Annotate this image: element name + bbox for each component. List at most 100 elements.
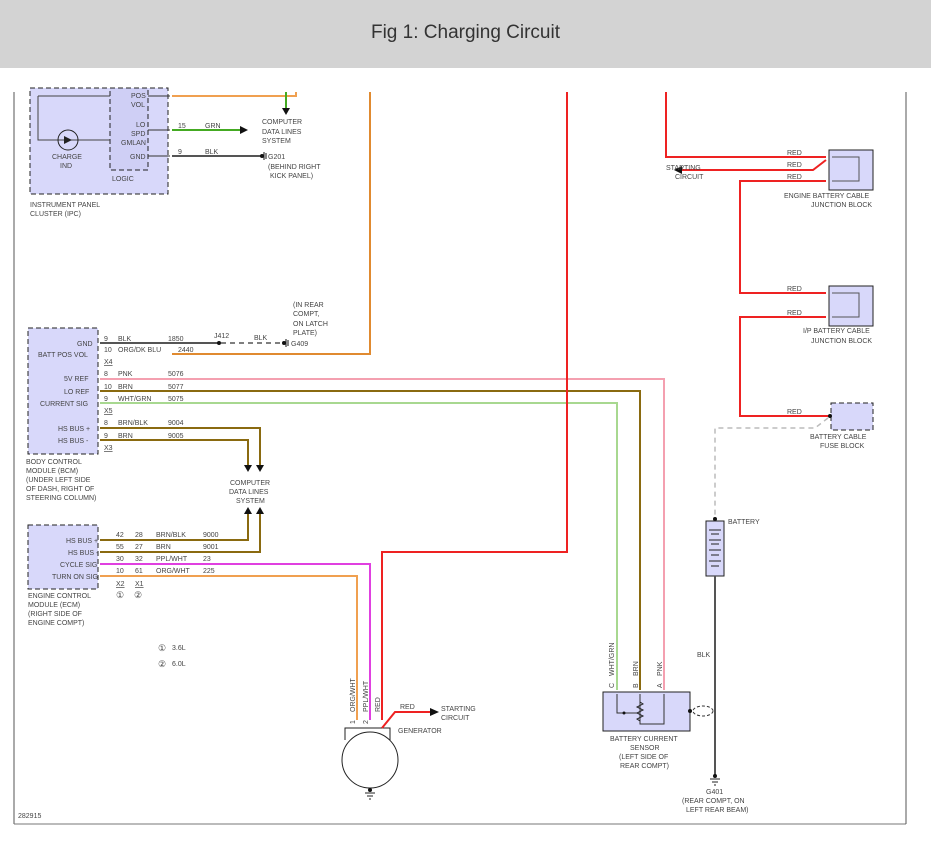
g401-loc-2: LEFT REAR BEAM)	[686, 807, 749, 814]
wire-red-fuse	[739, 316, 830, 417]
ipc-data-lines-2: DATA LINES	[262, 129, 302, 136]
ipc-label: INSTRUMENT PANEL	[30, 202, 100, 209]
ecm-label-1: ENGINE CONTROL	[28, 593, 91, 600]
ip-junction-label-2: JUNCTION BLOCK	[811, 338, 872, 345]
ip-junction-label: I/P BATTERY CABLE	[803, 328, 870, 335]
ipc-logic-label: LOGIC	[112, 176, 134, 183]
wire-generator-red	[381, 92, 568, 720]
bcm-circuit: 5077	[168, 384, 184, 391]
note-3-6l: 3.6L	[172, 645, 186, 652]
bcm-label-2: MODULE (BCM)	[26, 468, 78, 475]
charge-ind-label-2: IND	[60, 163, 72, 170]
figure-title: Fig 1: Charging Circuit	[370, 22, 561, 43]
note-6-0l: 6.0L	[172, 661, 186, 668]
bcm-wire-color: PNK	[118, 371, 133, 378]
wire-lo-ref	[100, 390, 641, 690]
ecm-pin-hsbusm: HS BUS -	[68, 550, 99, 557]
ecm-pin-num: 10	[116, 568, 124, 575]
splice-j412-label: J412	[214, 333, 229, 340]
ground-g201-icon	[263, 152, 267, 160]
generator-output-color: RED	[400, 704, 415, 711]
ipc-data-lines-3: SYSTEM	[262, 138, 291, 145]
figure-id: 282915	[18, 813, 41, 820]
ipc-pin-num-15: 15	[178, 123, 186, 130]
generator-label: GENERATOR	[398, 728, 442, 735]
connector-x5: X5	[104, 408, 113, 415]
bcm-pin-num: 9	[104, 336, 108, 343]
splice-wire-color: BLK	[254, 335, 268, 342]
charge-indicator-lamp-icon	[57, 129, 79, 151]
g401-label: G401	[706, 789, 723, 796]
ecm-wire-color: PPL/WHT	[156, 556, 188, 563]
sensor-label-1: BATTERY CURRENT	[610, 736, 678, 743]
battery-icon	[705, 520, 725, 577]
gen-pin-2: 2	[363, 720, 370, 724]
ipc-data-lines: COMPUTER	[262, 119, 302, 126]
red-wires: RED RED RED STARTING CIRCUIT RED RED RED	[381, 92, 830, 720]
bcm-wire-color: BRN	[118, 433, 133, 440]
battery-current-sensor: WHT/GRN BRN PNK C B A BATTERY CURRENT SE…	[602, 643, 714, 770]
bcm-pin-batt: BATT POS VOL	[38, 352, 88, 359]
bcm-label-4: OF DASH, RIGHT OF	[26, 486, 94, 493]
ecm-wire-color: BRN/BLK	[156, 532, 186, 539]
splice-j412-icon	[217, 341, 221, 345]
wire-current-sig	[100, 402, 618, 690]
ecm-circuit: 225	[203, 568, 215, 575]
ipc-wire-blk: BLK	[205, 149, 219, 156]
data-lines-label-3: SYSTEM	[236, 498, 265, 505]
ecm-pin-num: 27	[135, 544, 143, 551]
bcm-pin-num: 8	[104, 420, 108, 427]
ecm-circuit: 9000	[203, 532, 219, 539]
engine-battery-cable-junction-block: ENGINE BATTERY CABLE JUNCTION BLOCK	[784, 149, 874, 209]
ecm-pin-num: 32	[135, 556, 143, 563]
wire-generator-output	[381, 711, 430, 729]
ecm-wires: 42 28 BRN/BLK 9000 55 27 BRN 9001 30 32 …	[100, 514, 371, 720]
gen-pin-1: 1	[350, 720, 357, 724]
bcm-wires: 9 BLK 1850 J412 BLK G409 (IN REAR COMPT,…	[100, 302, 665, 690]
wire-color-red: RED	[787, 310, 802, 317]
bcm-pin-current: CURRENT SIG	[40, 401, 88, 408]
sensor-pin-b: B	[633, 683, 640, 688]
arrow-right-icon	[430, 708, 439, 716]
generator-icon	[341, 731, 399, 789]
sensor-pin-c: C	[609, 683, 616, 688]
ipc-pin-gmlan: GMLAN	[121, 140, 146, 147]
ecm-pin-num: 61	[135, 568, 143, 575]
battery-label: BATTERY	[728, 519, 760, 526]
ipc-pin-lo: LO	[136, 122, 146, 129]
ground-g401-icon	[710, 778, 720, 786]
bcm-pin-num: 8	[104, 371, 108, 378]
battery: BATTERY BLK G401 (REAR COMPT, ON LEFT RE…	[682, 517, 760, 814]
wire-color-red: RED	[787, 286, 802, 293]
wire-red-top	[665, 92, 826, 158]
ground-icon	[365, 792, 375, 800]
sensor-pin-a: A	[657, 683, 664, 688]
ecm-label-2: MODULE (ECM)	[28, 602, 80, 609]
sensor-label-3: (LEFT SIDE OF	[619, 754, 668, 761]
ecm-circuit: 23	[203, 556, 211, 563]
bcm-pin-gnd: GND	[77, 341, 93, 348]
arrow-left-icon	[674, 166, 682, 174]
ecm-pin-hsbusp: HS BUS +	[66, 538, 98, 545]
wire-red-starting	[680, 159, 827, 171]
ipc-label-2: CLUSTER (IPC)	[30, 211, 81, 218]
battery-cable-fuse-block: BATTERY CABLE FUSE BLOCK	[810, 402, 874, 450]
gen-wire-red: RED	[375, 697, 382, 712]
bcm-wire-color: BRN	[118, 384, 133, 391]
arrow-up-icon	[244, 507, 252, 514]
wire-battery-fuse-link	[714, 417, 829, 518]
generator-starting-label-2: CIRCUIT	[441, 715, 470, 722]
ecm-pin-cycle: CYCLE SIG	[60, 562, 97, 569]
bcm-circuit: 2440	[178, 347, 194, 354]
figure-header	[0, 0, 931, 68]
resistor-icon	[635, 701, 645, 722]
ecm-pin-num: 42	[116, 532, 124, 539]
connector-x4: X4	[104, 359, 113, 366]
g409-loc-1: (IN REAR	[293, 302, 324, 309]
sensor-wire-pnk: PNK	[657, 661, 664, 676]
bcm-pin-5vref: 5V REF	[64, 376, 89, 383]
connector-x3: X3	[104, 445, 113, 452]
bcm-label-1: BODY CONTROL	[26, 459, 82, 466]
wire-bcm-hs-bus-minus	[100, 439, 249, 466]
wire-ipc-pos-vol	[172, 92, 297, 97]
